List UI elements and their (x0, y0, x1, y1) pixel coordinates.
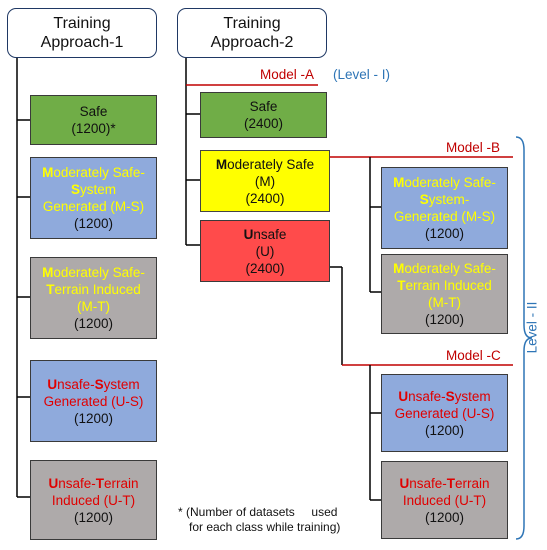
a2-ms-box: Moderately Safe- System- Generated (M-S)… (381, 167, 508, 249)
a1-us-line1: Unsafe-System (47, 376, 140, 392)
model-b-label: Model -B (446, 140, 501, 155)
a1-ut-box: Unsafe-Terrain Induced (U-T) (1200) (30, 460, 157, 540)
a2-ut-line1: Unsafe-Terrain (399, 475, 490, 491)
a2-ut-box: Unsafe-Terrain Induced (U-T) (1200) (381, 461, 508, 539)
a1-safe-count: (1200)* (71, 121, 116, 136)
a1-ut-line1: Unsafe-Terrain (48, 475, 139, 491)
a2-mt-line1: Moderately Safe- (393, 261, 496, 276)
footnote-line1: * (Number of datasets used (178, 505, 338, 519)
a2-us-line1: Unsafe-System (398, 388, 491, 404)
a1-safe-title: Safe (79, 104, 108, 119)
a2-ms-line2: System- (419, 192, 470, 207)
a2-msafe-count: (2400) (245, 190, 285, 206)
level-2-label: Level - II (524, 301, 540, 354)
approach-2-header-line1: Training (223, 15, 281, 32)
a1-ut-line2: Induced (U-T) (51, 492, 136, 508)
a2-safe-count: (2400) (243, 116, 284, 131)
a2-unsafe-count: (2400) (245, 260, 285, 276)
a2-us-count: (1200) (424, 422, 465, 438)
level-1-label: (Level - I) (333, 67, 391, 82)
footnote: * (Number of datasets used for each clas… (178, 505, 340, 535)
a1-mt-line3: (M-T) (77, 299, 110, 314)
a2-ms-count: (1200) (424, 226, 465, 241)
a2-unsafe-code: (U) (255, 243, 275, 259)
approach-1-header: Training Approach-1 (7, 8, 157, 58)
a1-ms-count: (1200) (73, 216, 114, 231)
a2-us-box: Unsafe-System Generated (U-S) (1200) (381, 374, 508, 452)
a2-msafe-code: (M) (254, 173, 276, 189)
a1-us-box: Unsafe-System Generated (U-S) (1200) (30, 360, 157, 442)
footnote-line2: for each class while training) (189, 520, 341, 534)
a1-ms-line3: Generated (M-S) (42, 199, 145, 214)
a2-ms-line1: Moderately Safe- (393, 175, 496, 190)
a2-mt-count: (1200) (424, 312, 465, 327)
a2-ut-count: (1200) (424, 509, 465, 525)
a2-us-line2: Generated (U-S) (394, 405, 495, 421)
a2-mt-line2: Terrain Induced (397, 278, 492, 293)
a2-mt-line3: (M-T) (428, 295, 461, 310)
a2-safe-title: Safe (249, 99, 278, 114)
a1-mt-line2: Terrain Induced (46, 282, 141, 297)
a1-ms-box: Moderately Safe- System Generated (M-S) … (30, 157, 157, 239)
a2-mt-box: Moderately Safe- Terrain Induced (M-T) (… (381, 254, 508, 334)
a2-ut-line2: Induced (U-T) (402, 492, 487, 508)
a1-us-count: (1200) (73, 410, 114, 426)
approach-1-header-line2: Approach-1 (40, 34, 124, 51)
a2-unsafe-line1: Unsafe (243, 226, 287, 242)
a1-mt-line1: Moderately Safe- (42, 265, 145, 280)
approach-2-header-line2: Approach-2 (210, 34, 294, 51)
a1-ut-count: (1200) (73, 509, 114, 525)
model-a-label: Model -A (260, 67, 315, 82)
a1-us-line2: Generated (U-S) (43, 393, 144, 409)
a2-msafe-box: Moderately Safe (M) (2400) (200, 150, 330, 212)
approach-2-header: Training Approach-2 (177, 8, 327, 58)
a2-ms-line3: Generated (M-S) (393, 209, 496, 224)
a1-mt-box: Moderately Safe- Terrain Induced (M-T) (… (30, 257, 157, 339)
a2-msafe-line1: Moderately Safe (215, 156, 315, 172)
a1-safe-box: Safe (1200)* (30, 95, 157, 145)
a2-safe-box: Safe (2400) (200, 92, 327, 138)
a1-mt-count: (1200) (73, 316, 114, 331)
a2-unsafe-box: Unsafe (U) (2400) (200, 220, 330, 282)
a1-ms-line2: System (70, 182, 117, 197)
a1-ms-line1: Moderately Safe- (42, 165, 145, 180)
approach-1-header-line1: Training (53, 15, 111, 32)
model-c-label: Model -C (446, 348, 501, 363)
